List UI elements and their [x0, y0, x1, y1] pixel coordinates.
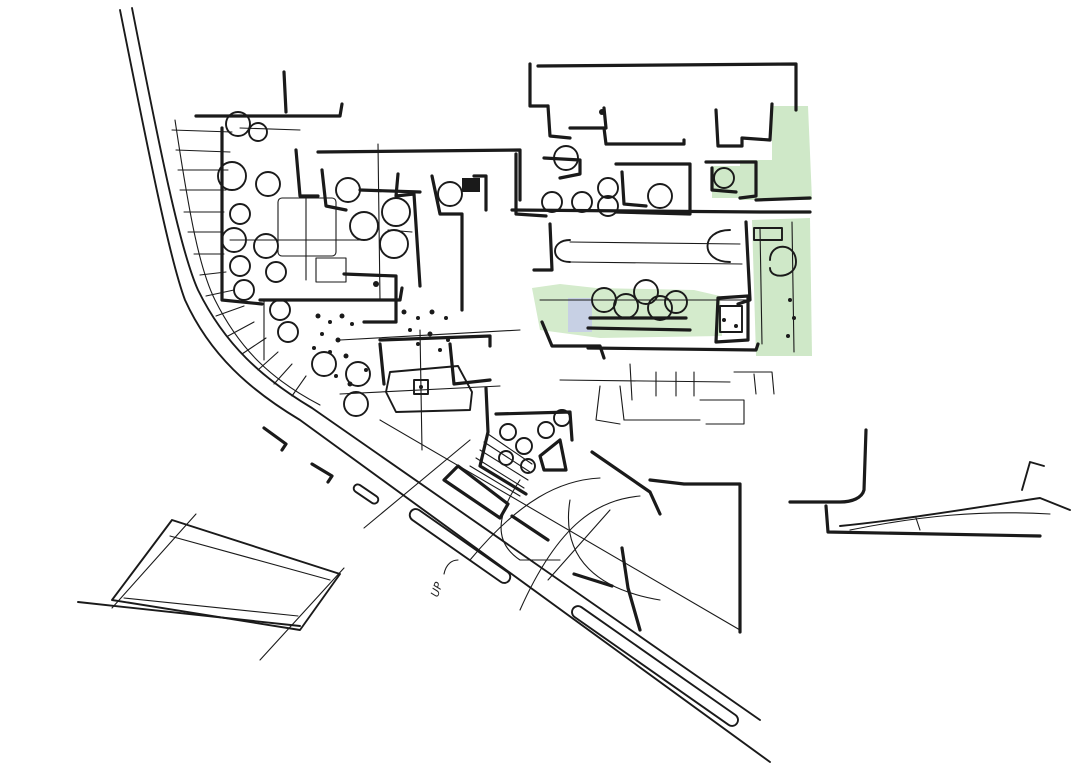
- tree: [713, 167, 735, 189]
- tree: [253, 233, 279, 259]
- tree: [248, 122, 268, 142]
- tree: [597, 195, 619, 217]
- dark-detail-block: [462, 178, 480, 192]
- road-mark-1: [262, 426, 288, 452]
- tree-canopies-west: [217, 111, 463, 417]
- planting-stipple: [312, 309, 450, 387]
- west-building-walls: [194, 70, 522, 386]
- green-wash-east-strip: [752, 218, 812, 356]
- tree: [225, 111, 251, 137]
- tree: [571, 191, 593, 213]
- tree: [597, 177, 619, 199]
- road-mark-3: [352, 483, 380, 505]
- tree: [229, 255, 251, 277]
- road-markings: [262, 426, 739, 727]
- tree: [647, 183, 673, 209]
- east-building-grid: [539, 221, 795, 425]
- blue-wash-area: [568, 298, 592, 332]
- tree: [255, 171, 281, 197]
- marker-dot: [373, 281, 379, 287]
- green-wash-north-block: [740, 106, 812, 200]
- parking-lot-sketch: [77, 513, 345, 661]
- tree: [265, 261, 287, 283]
- median-island-2: [571, 605, 739, 727]
- tree: [217, 161, 247, 191]
- annotation-arrow: [443, 559, 459, 575]
- main-road-edges: [119, 7, 771, 763]
- tree: [269, 299, 291, 321]
- parking-stalls-left: [171, 129, 307, 397]
- tree: [349, 211, 379, 241]
- east-building-details: [554, 227, 797, 333]
- road-edge-outer: [119, 9, 771, 763]
- section-sketch: [788, 428, 1071, 538]
- median-island-1: [408, 508, 512, 584]
- road-mark-2: [310, 462, 334, 484]
- tree-canopies-east: [541, 145, 735, 321]
- driveway-walls: [510, 450, 742, 634]
- tree: [343, 391, 369, 417]
- tree: [229, 203, 251, 225]
- tree: [437, 181, 463, 207]
- tree: [311, 351, 337, 377]
- entrance-stair: [442, 386, 574, 520]
- road-edge-inner: [131, 7, 761, 721]
- tree: [277, 321, 299, 343]
- west-building-grid: [229, 127, 521, 361]
- tree: [613, 293, 639, 319]
- tree: [647, 295, 673, 321]
- tree: [233, 279, 255, 301]
- tree: [379, 229, 409, 259]
- driveway-lines: [363, 419, 741, 631]
- tree: [664, 290, 688, 314]
- tree: [381, 197, 411, 227]
- handwritten-annotation: UP: [428, 580, 445, 599]
- east-stipple: [599, 109, 796, 338]
- tree: [541, 191, 563, 213]
- east-building-walls: [510, 62, 812, 360]
- tree: [633, 279, 659, 305]
- tree: [335, 177, 361, 203]
- tree: [221, 227, 247, 253]
- tree: [345, 361, 371, 387]
- central-plaza: [339, 329, 501, 451]
- tree: [553, 145, 579, 171]
